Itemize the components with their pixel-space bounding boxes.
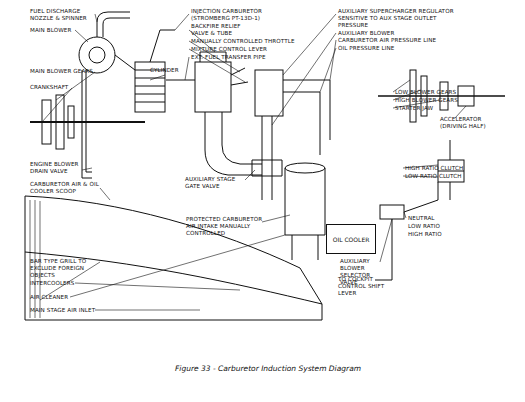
leader-line: [70, 235, 285, 297]
callout-label: INJECTION CARBURETOR (STROMBERG PT-13D-1…: [191, 8, 283, 22]
component-label: OIL COOLER: [333, 236, 370, 243]
fuel-discharge-pipe: [103, 18, 130, 37]
callout-label: LOW BLOWER GEARS: [395, 89, 475, 96]
leader-line: [320, 48, 336, 92]
grill-front: [25, 196, 26, 320]
leader-line: [82, 168, 92, 170]
callout-label: AIR CLEANER: [30, 294, 90, 301]
leader-line: [330, 40, 336, 80]
leader-line: [189, 49, 245, 82]
air-cleaner-canister: [285, 168, 325, 235]
duct-end: [300, 268, 322, 304]
main-blower-gear: [56, 95, 64, 149]
component-box: OIL COOLER: [326, 224, 376, 254]
crankshaft-line: [30, 121, 145, 123]
injection-carburetor: [195, 62, 231, 112]
callout-label: AUXILIARY BLOWER: [338, 30, 418, 37]
callout-label: INTERCOOLERS: [30, 280, 90, 287]
callout-label: HIGH RATIO CLUTCH: [405, 165, 485, 172]
fuel-transfer-pipe: [166, 80, 195, 81]
callout-label: HIGH RATIO: [408, 231, 458, 238]
callout-label: BACKFIRE RELIEF VALVE & TUBE: [191, 23, 253, 37]
supercharger-regulator: [255, 70, 283, 116]
leader-line: [150, 75, 165, 80]
air-cleaner-top: [285, 163, 325, 173]
accelerator: [458, 86, 474, 106]
callout-label: AUXILIARY STAGE GATE VALVE: [185, 176, 245, 190]
fuel-discharge-pipe: [97, 12, 130, 37]
callout-label: CYLINDER: [150, 67, 200, 74]
leader-line: [404, 212, 406, 218]
leader-line: [380, 219, 392, 262]
leader-line: [272, 33, 336, 125]
callout-label: CARBURETOR AIR PRESSURE LINE: [338, 37, 448, 44]
main-blower-gear: [68, 106, 74, 138]
leader-line: [245, 170, 255, 180]
cockpit-control-line: [375, 219, 392, 280]
callout-label: MAIN BLOWER: [30, 27, 90, 34]
callout-label: MAIN BLOWER GEARS: [30, 68, 100, 75]
blower-drain-line: [86, 70, 92, 172]
scoop-outline: [25, 196, 300, 268]
callout-label: OIL PRESSURE LINE: [338, 45, 418, 52]
callout-label: EXT. FUEL TRANSFER PIPE: [191, 54, 291, 61]
figure-caption: Figure 33 - Carburetor Induction System …: [175, 364, 361, 373]
leader-line: [42, 88, 72, 122]
leader-line: [75, 283, 240, 290]
callout-label: CRANKSHAFT: [30, 84, 90, 91]
intake-pipe: [115, 55, 135, 70]
leader-line: [100, 188, 110, 200]
leader-line: [262, 215, 290, 222]
callout-label: PROTECTED CARBURETOR AIR INTAKE MANUALLY…: [186, 216, 264, 237]
main-blower-impeller: [89, 47, 105, 63]
leader-line: [95, 14, 97, 22]
callout-label: TO COCKPIT CONTROL SHIFT LEVER: [338, 276, 390, 297]
carburetor-air-duct: [205, 112, 262, 175]
main-blower-gear: [42, 100, 51, 144]
cylinder-head-line: [150, 30, 175, 62]
starter-jaw: [440, 82, 448, 110]
callout-label: AUXILIARY SUPERCHARGER REGULATOR SENSITI…: [338, 8, 456, 29]
throttle-lever: [231, 68, 248, 85]
gear-shaft: [378, 95, 505, 97]
air-pressure-line: [283, 80, 330, 140]
callout-label: MANUALLY CONTROLLED THROTTLE: [191, 38, 311, 45]
blower-drain-line: [82, 70, 92, 178]
leader-line: [175, 14, 189, 30]
callout-label: STARTER JAW: [395, 105, 455, 112]
low-blower-gear: [410, 70, 416, 122]
leader-line: [185, 57, 189, 80]
cylinder-fins: [135, 70, 165, 102]
auxiliary-stage-gate-valve: [252, 160, 282, 176]
air-cleaner-outlet: [292, 235, 318, 260]
callout-label: FUEL DISCHARGE NOZZLE & SPINNER: [30, 8, 92, 22]
callout-label: HIGH BLOWER GEARS: [395, 97, 475, 104]
callout-label: ENGINE BLOWER DRAIN VALVE: [30, 161, 92, 175]
main-blower-housing: [79, 37, 115, 73]
callout-label: CARBURETOR AIR & OIL COOLER SCOOP: [30, 181, 100, 195]
carburetor-air-duct: [222, 112, 262, 164]
callout-label: MAIN STAGE AIR INLET: [30, 307, 100, 314]
leader-line: [95, 310, 200, 311]
callout-label: LOW RATIO CLUTCH: [405, 173, 485, 180]
leader-line: [75, 30, 88, 42]
duct-bottom: [25, 304, 322, 320]
callout-label: ACCELERATOR (DRIVING HALF): [440, 116, 502, 130]
scoop-outline: [25, 252, 322, 304]
auxiliary-blower-duct: [262, 116, 272, 200]
callout-label: LOW RATIO: [408, 223, 458, 230]
callout-label: NEUTRAL: [408, 215, 458, 222]
callout-label: MIXTURE CONTROL LEVER: [191, 46, 291, 53]
selector-valve: [380, 205, 404, 219]
oil-line-to-clutch: [404, 182, 438, 212]
callout-label: BAR TYPE GRILL TO EXCLUDE FOREIGN OBJECT…: [30, 258, 102, 279]
